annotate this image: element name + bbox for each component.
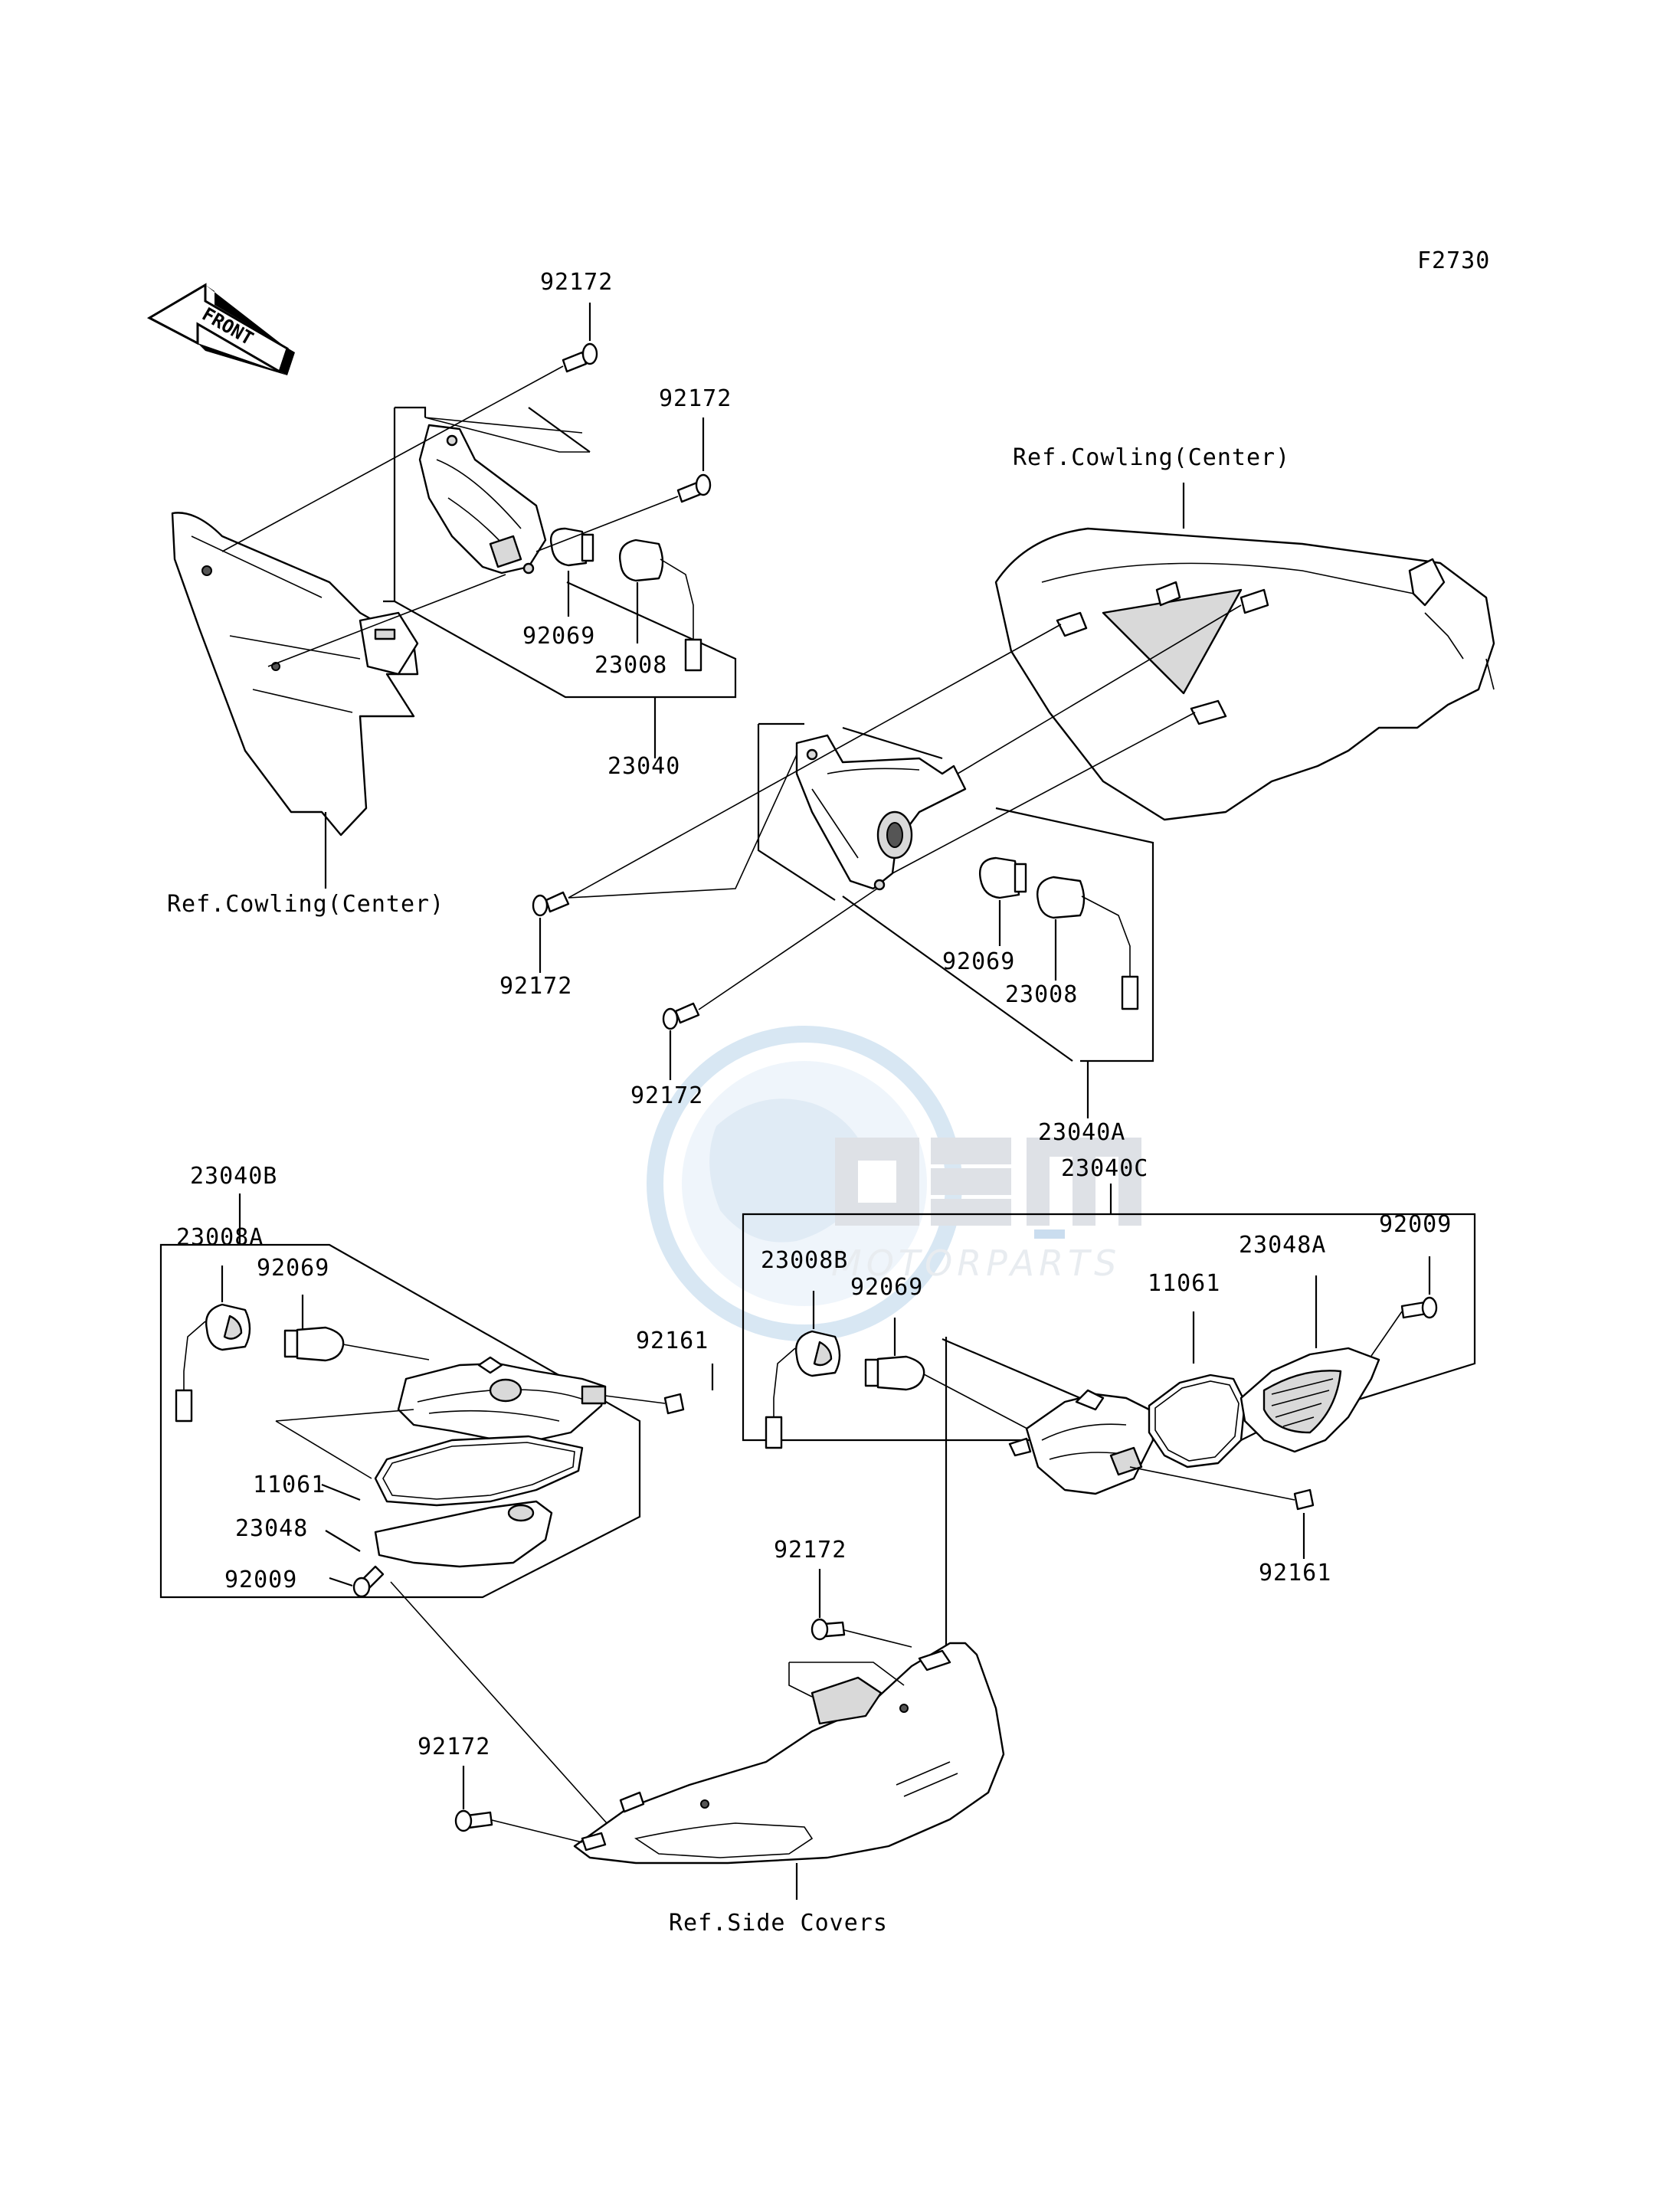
cowling-center-right-panel — [994, 483, 1495, 821]
cowling-center-left-panel — [171, 512, 419, 850]
screw-92009-b — [1400, 1296, 1438, 1319]
turn-signal-housing-left — [418, 424, 547, 575]
label-11061-a: 11061 — [253, 1472, 326, 1498]
label-92172-d: 92172 — [630, 1082, 703, 1109]
label-92172-f: 92172 — [418, 1734, 490, 1760]
label-92009-b: 92009 — [1379, 1211, 1452, 1238]
label-23048A: 23048A — [1239, 1232, 1326, 1259]
label-92172-a: 92172 — [540, 269, 613, 296]
rear-turn-signal-23040C-group — [742, 1213, 1476, 1647]
label-23008B: 23008B — [761, 1247, 848, 1274]
turn-signal-housing-center — [795, 734, 967, 890]
screw-92172-a — [562, 342, 598, 373]
label-92172-e: 92172 — [774, 1537, 847, 1563]
clip-92161-a — [663, 1393, 685, 1415]
screw-92009-a — [352, 1565, 385, 1598]
ref-cowling-center-top: Ref.Cowling(Center) — [1013, 444, 1290, 471]
figure-code: F2730 — [1417, 247, 1490, 274]
label-23008-b: 23008 — [1005, 981, 1078, 1008]
bulb-92069-left — [549, 527, 594, 567]
label-23008A: 23008A — [176, 1224, 264, 1251]
label-23048: 23048 — [235, 1515, 308, 1542]
lens-23048 — [374, 1500, 553, 1568]
front-turn-signal-23040A-group — [532, 604, 1242, 1118]
screw-92172-f — [454, 1809, 493, 1832]
gasket-11061-right — [1148, 1374, 1246, 1468]
bulb-92069-center — [979, 856, 1027, 899]
rear-housing-right — [1025, 1393, 1154, 1495]
bulb-92069-rear-right — [864, 1355, 925, 1391]
watermark-logo — [835, 1138, 1141, 1239]
screw-92172-d — [662, 1002, 700, 1030]
label-11061-b: 11061 — [1148, 1270, 1220, 1297]
socket-23008B — [765, 1330, 841, 1449]
side-cover-panel — [573, 1642, 1005, 1900]
socket-23008-left — [619, 539, 702, 672]
leader-screw-to-cover-f — [491, 1819, 583, 1843]
clip-92161-b — [1293, 1488, 1315, 1511]
label-92069-b: 92069 — [942, 948, 1015, 975]
label-92161-b: 92161 — [1259, 1560, 1331, 1586]
label-92069-c: 92069 — [257, 1255, 329, 1282]
bulb-92069-rear-left — [283, 1326, 345, 1362]
label-23040: 23040 — [607, 753, 680, 780]
screw-92172-e — [811, 1618, 846, 1641]
label-92069-a: 92069 — [522, 623, 595, 650]
rear-lens-housing-left — [397, 1362, 607, 1442]
label-92009-a: 92009 — [224, 1567, 297, 1593]
label-23008-a: 23008 — [594, 652, 667, 679]
socket-23008A — [175, 1303, 251, 1423]
leader-screw-to-cover-e — [843, 1629, 912, 1648]
label-92172-c: 92172 — [499, 973, 572, 1000]
socket-23008-center — [1036, 876, 1139, 1010]
label-23040C: 23040C — [1061, 1155, 1148, 1182]
front-turn-signal-23040-group — [221, 303, 737, 758]
screw-92172-b — [676, 473, 712, 503]
rear-turn-signal-23040B-group — [159, 1243, 714, 1839]
label-92161-a: 92161 — [636, 1328, 709, 1354]
ref-cowling-center-left: Ref.Cowling(Center) — [167, 891, 444, 918]
front-direction-arrow: FRONT — [146, 283, 295, 375]
label-23040A: 23040A — [1038, 1119, 1125, 1146]
ref-side-covers: Ref.Side Covers — [669, 1910, 888, 1937]
label-92172-b: 92172 — [659, 385, 732, 412]
label-92069-d: 92069 — [850, 1274, 923, 1301]
screw-92172-c — [532, 891, 570, 917]
label-23040B: 23040B — [190, 1163, 277, 1190]
watermark-text: MOTORPARTS — [831, 1243, 1121, 1284]
